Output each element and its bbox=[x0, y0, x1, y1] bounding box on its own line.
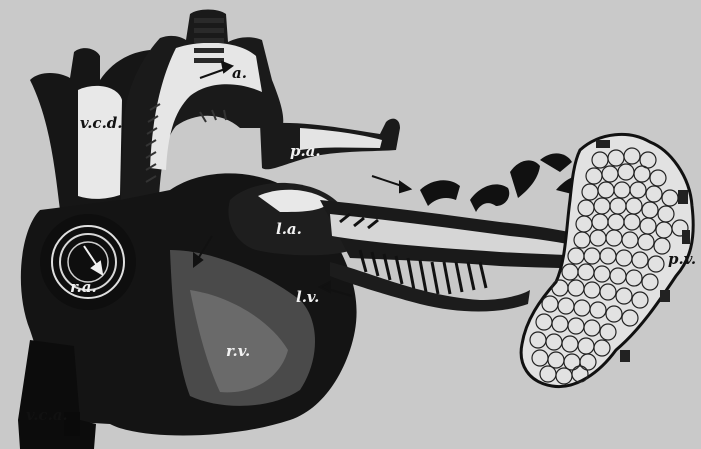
label-pv: p.v. bbox=[668, 250, 696, 268]
label-ra: r.a. bbox=[70, 278, 97, 296]
label-vca: v.c.a. bbox=[26, 406, 68, 424]
label-vcd: v.c.d. bbox=[80, 114, 123, 132]
svc-highlight bbox=[78, 86, 122, 199]
label-pa: p.a. bbox=[290, 142, 321, 160]
label-lv: l.v. bbox=[296, 288, 319, 306]
label-rv: r.v. bbox=[226, 342, 250, 360]
label-la: l.a. bbox=[276, 220, 302, 238]
label-a: a. bbox=[232, 64, 247, 82]
